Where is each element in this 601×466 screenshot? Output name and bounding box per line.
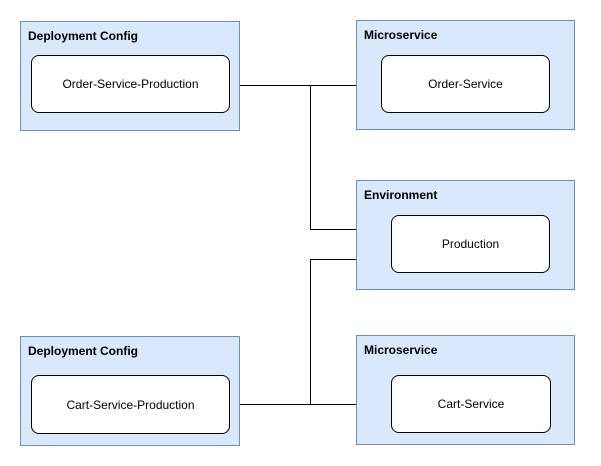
node-label: Cart-Service [437, 397, 505, 411]
container-label: Deployment Config [28, 29, 138, 43]
node-production: Production [391, 215, 550, 273]
node-label: Order-Service-Production [62, 77, 199, 91]
container-label: Environment [364, 188, 438, 202]
node-order-service-production: Order-Service-Production [31, 55, 230, 113]
node-order-service: Order-Service [381, 55, 550, 113]
node-label: Order-Service [428, 77, 503, 91]
node-label: Production [441, 237, 500, 251]
node-label: Cart-Service-Production [66, 397, 195, 412]
container-label: Microservice [364, 343, 438, 357]
container-label: Deployment Config [28, 344, 138, 358]
container-label: Microservice [364, 28, 438, 42]
node-cart-service-production: Cart-Service-Production [31, 375, 230, 434]
node-cart-service: Cart-Service [391, 375, 551, 433]
